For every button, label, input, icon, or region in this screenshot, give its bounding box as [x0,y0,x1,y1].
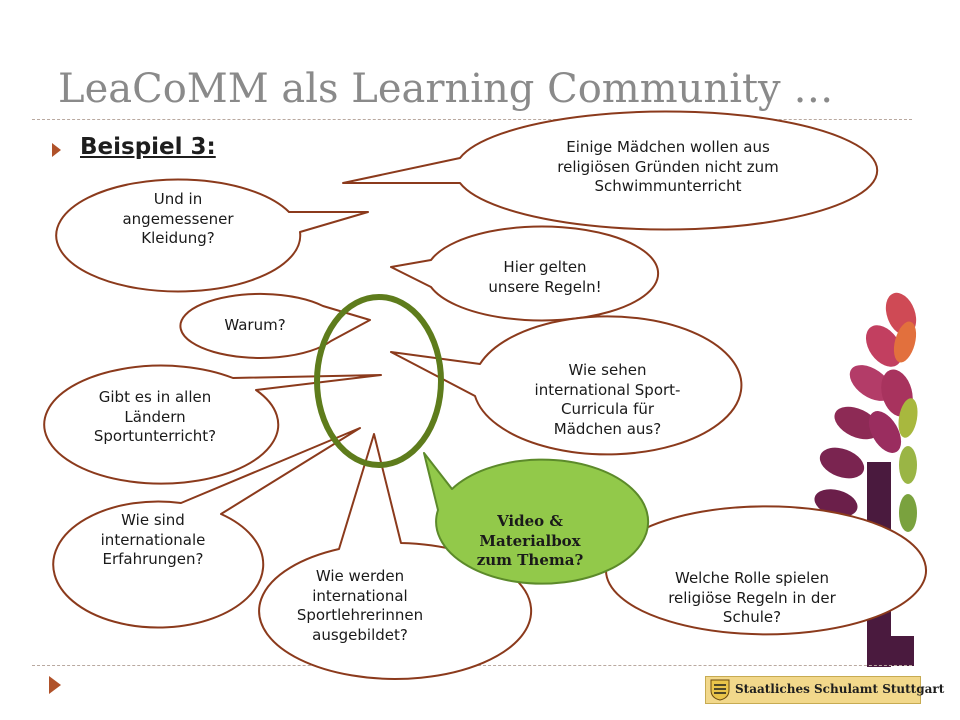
bubble-einige-shape [342,110,879,231]
text-line: Ländern [124,407,186,426]
text-line: Erfahrungen? [102,550,204,568]
text-line: Und in [153,190,203,208]
coat-of-arms-icon [710,679,730,701]
text-line: Kleidung? [141,229,215,247]
bubble-curricula-text: Wie sehen international Sport- Curricula… [500,361,715,439]
text-line: religiösen Gründen nicht zum [557,157,779,176]
bubble-laendern-shape [43,364,382,485]
text-line: Warum? [224,316,286,334]
schulamt-logo [705,676,921,704]
bubble-einige-text: Einige Mädchen wollen aus religiösen Grü… [473,138,863,197]
bubble-video-shape [423,452,650,585]
bubble-kleidung-shape [55,178,369,293]
bubble-sportlehrer-text: Wie werden international Sportlehrerinne… [260,567,460,645]
bubble-curricula-shape [390,315,743,456]
text-line: Gibt es in allen [98,388,212,406]
logo-text: Staatliches Schulamt Stuttgart [735,682,945,696]
bubble-erfahrungen-text: Wie sind internationale Erfahrungen? [68,511,238,570]
text-line: international [312,586,408,605]
bubble-video-text: Video & Materialbox zum Thema? [450,512,610,571]
text-line: angemessener [122,209,234,228]
text-line: Schwimmunterricht [594,177,742,195]
text-line: Mädchen aus? [553,419,662,438]
text-line: Materialbox [479,531,581,550]
slide-title: LeaCoMM als Learning Community … [58,66,834,112]
bubble-laendern-text: Gibt es in allen Ländern Sportunterricht… [60,388,250,447]
bubble-rolle-text: Welche Rolle spielen religiöse Regeln in… [632,569,872,628]
bubble-warum-text: Warum? [195,316,315,336]
text-line: Wie sehen [568,361,647,379]
bubble-rolle-shape [597,505,927,636]
text-line: Wie sind [121,511,185,529]
text-line: Schule? [722,608,782,626]
text-line: Sportlehrerinnen [296,606,424,624]
text-line: Welche Rolle spielen [675,569,829,587]
text-line: unsere Regeln! [488,277,602,296]
text-line: Einige Mädchen wollen aus [566,138,770,156]
title-divider [32,119,912,120]
bubble-regeln-text: Hier gelten unsere Regeln! [455,258,635,297]
bubble-kleidung-text: Und in angemessener Kleidung? [98,190,258,249]
text-line: zum Thema? [476,551,584,569]
text-line: international Sport- [534,380,681,399]
focus-ring [314,294,444,468]
text-line: Wie werden [315,567,405,585]
triangle-bullet-icon [52,143,61,157]
text-line: ausgebildet? [312,625,408,644]
text-line: internationale [100,530,206,549]
bubble-erfahrungen-shape [52,427,361,629]
text-line: Hier gelten [503,258,587,276]
text-line: Sportunterricht? [93,427,217,445]
bubble-regeln-shape [390,225,660,322]
text-line: religiöse Regeln in der [668,588,836,607]
section-heading: Beispiel 3: [80,134,216,160]
triangle-arrow-icon [49,676,61,694]
text-line: Video & [497,512,563,530]
text-line: Curricula für [560,400,655,418]
